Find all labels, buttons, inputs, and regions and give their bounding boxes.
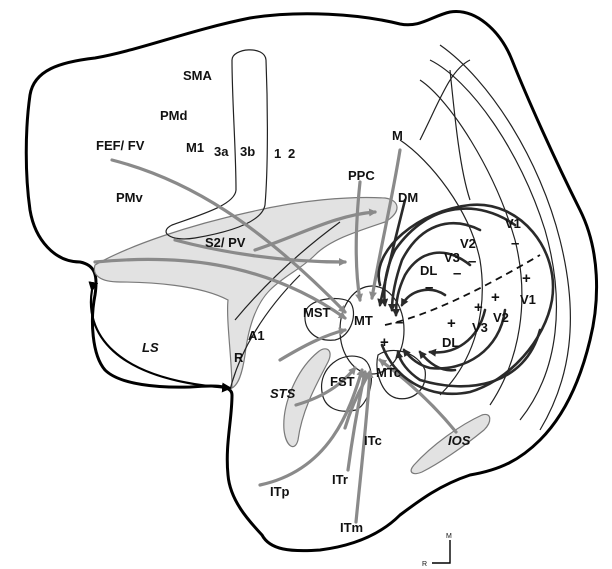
arrow-ls-to-mt xyxy=(93,257,347,320)
auditory-border-1 xyxy=(234,221,341,321)
arrow-v2top-to-mt xyxy=(388,222,482,312)
label-3a: 3a xyxy=(214,144,229,159)
minus-v3: – xyxy=(453,265,461,282)
arrow-dm-to-mt xyxy=(377,198,407,307)
label-r: R xyxy=(234,350,244,365)
horizontal-meridian-dashed xyxy=(384,254,541,326)
arrow-v2bot-to-mt xyxy=(402,308,507,370)
label-mst: MST xyxy=(303,305,331,320)
label-m1: M1 xyxy=(186,140,204,155)
label-ppc: PPC xyxy=(348,168,375,183)
mst-area xyxy=(304,297,355,341)
minus-dl: – xyxy=(425,279,433,296)
label-itp: ITp xyxy=(270,484,290,499)
label-ls: LS xyxy=(142,340,159,355)
v2-border-1 xyxy=(399,139,483,396)
arrow-ppc-to-mt xyxy=(354,180,363,302)
arrow-m-to-mt xyxy=(369,148,402,300)
plus-v1: + xyxy=(522,270,531,287)
label-itm: ITm xyxy=(340,520,363,535)
arrow-sts-to-mt xyxy=(294,366,357,407)
arrow-fef-to-mt xyxy=(110,158,347,314)
v2-border-2 xyxy=(419,59,471,141)
label-pmv: PMv xyxy=(116,190,144,205)
label-v1-top: V1 xyxy=(505,216,521,231)
orientation-axes xyxy=(432,540,451,564)
plus-v3: + xyxy=(474,299,483,316)
label-mt: MT xyxy=(354,313,373,328)
label-ios: IOS xyxy=(448,433,471,448)
label-sts: STS xyxy=(270,386,296,401)
label-m: M xyxy=(392,128,403,143)
arrow-v3bot-to-mt xyxy=(428,308,487,357)
minus-v1: – xyxy=(511,235,519,252)
arrow-v1-outer-loop xyxy=(377,203,555,395)
label-dm: DM xyxy=(398,190,418,205)
v1-border-1 xyxy=(429,59,557,421)
arrow-s2-to-ppc xyxy=(253,208,377,252)
arrow-pmv-to-s2 xyxy=(173,238,347,266)
v1-border-3 xyxy=(419,79,523,406)
label-v2-bot: V2 xyxy=(493,310,509,325)
plus-dl: + xyxy=(447,315,456,332)
label-s2-pv: S2/ PV xyxy=(205,235,246,250)
arrow-dlbot-to-mt xyxy=(418,350,457,372)
vis-outer-1 xyxy=(449,69,471,201)
label-a1: A1 xyxy=(248,328,265,343)
label-3b: 3b xyxy=(240,144,255,159)
arrow-itm-to-mt xyxy=(354,370,374,524)
arrow-dltop-to-mt xyxy=(400,288,447,307)
arrow-v1bot-to-mt xyxy=(395,328,542,388)
label-fst: FST xyxy=(330,374,355,389)
label-sma: SMA xyxy=(183,68,213,83)
plus-mt: + xyxy=(380,334,389,351)
label-itc: ITc xyxy=(364,433,382,448)
label-v3-top: V3 xyxy=(444,250,460,265)
arrow-itc-to-mt xyxy=(343,370,372,430)
arrow-a1-to-mt xyxy=(278,327,347,362)
minus-v2: – xyxy=(468,253,476,270)
fst-area xyxy=(321,355,372,412)
label-v2-top: V2 xyxy=(460,236,476,251)
arrow-v3top-to-mt xyxy=(392,251,472,317)
plus-v2: + xyxy=(491,289,500,306)
label-v3-bot: V3 xyxy=(472,320,488,335)
orientation-medial: M xyxy=(446,533,452,540)
somatosensory-strip xyxy=(165,49,268,240)
label-fef-fv: FEF/ FV xyxy=(96,138,145,153)
label-itr: ITr xyxy=(332,472,348,487)
orientation-rostral: R xyxy=(422,561,427,568)
ls-bracket-arrow xyxy=(88,281,232,393)
label-dl-top: DL xyxy=(420,263,437,278)
label-dl-bot: DL xyxy=(442,335,459,350)
v1-border-2 xyxy=(439,44,571,431)
minus-mt: – xyxy=(395,314,403,331)
arrow-itp-to-mt xyxy=(258,368,365,487)
label-1: 1 xyxy=(274,146,281,161)
arrow-ios-to-mt xyxy=(378,358,458,434)
label-pmd: PMd xyxy=(160,108,188,123)
label-v1-bot: V1 xyxy=(520,292,536,307)
sts-sulcus xyxy=(283,348,331,448)
label-2: 2 xyxy=(288,146,295,161)
label-mtc: MTc xyxy=(376,365,401,380)
